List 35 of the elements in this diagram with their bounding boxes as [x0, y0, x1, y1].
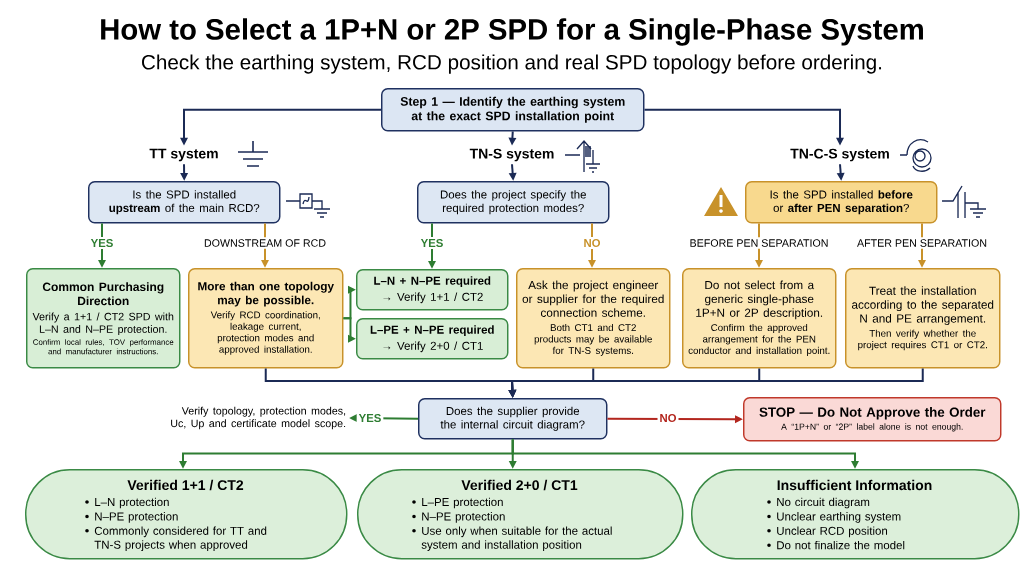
process-box: Step 1 — Identify the earthing system at the exact SPD installation point: [381, 88, 645, 132]
edge-label: AFTER PEN SEPARATION: [855, 237, 989, 249]
system-label: TN-S system: [469, 148, 554, 162]
list-item: Unclear earthing system: [777, 512, 901, 523]
list-item: L–PE protection: [422, 497, 503, 509]
info-box: L–N + N–PE required → Verify 1+1 / CT2: [356, 269, 509, 311]
list-item: Use only when suitable for the actual system and installation position: [421, 526, 612, 552]
edge-label: NO: [657, 412, 679, 424]
info-box: Ask the project engineer or supplier for the required connection scheme. Both CT1 and CT2 products may be available for TN-S systems.: [516, 268, 671, 369]
info-box: More than one topology may be possible. Verify RCD coordination, leakage current, protection modes and approved installation.: [188, 268, 344, 369]
title: How to Select a 1P+N or 2P SPD for a Single-Phase System: [101, 18, 923, 46]
question-box: Is the SPD installed upstream of the main RCD?: [88, 181, 281, 224]
edge-label: YES: [418, 237, 446, 249]
edge-label: BEFORE PEN SEPARATION: [687, 237, 831, 249]
info-box: L–PE + N–PE required → Verify 2+0 / CT1: [356, 318, 509, 360]
question-box: Does the project specify the required protection modes?: [417, 181, 610, 224]
list-item: No circuit diagram: [777, 497, 870, 509]
info-box: Treat the installation according to the separated N and PE arrangement. Then verify whether the project requires CT1 or CT2.: [845, 268, 1001, 369]
edge-label: NO: [581, 237, 603, 249]
list-item: N–PE protection: [422, 512, 505, 523]
system-label: TN-C-S system: [790, 148, 889, 162]
question-box: Does the supplier provide the internal circuit diagram?: [418, 398, 608, 440]
list-item: Unclear RCD position: [777, 526, 887, 538]
edge-label: YES: [88, 237, 116, 249]
system-label: TT system: [149, 148, 218, 162]
note-text: Verify topology, protection modes, Uc, Up and certificate model scope.: [171, 406, 346, 430]
info-box: Do not select from a generic single-phase 1P+N or 2P description. Confirm the approved arrangement for the PEN conductor and installation point.: [682, 268, 837, 369]
list-item: L–N protection: [95, 497, 169, 509]
list-item: Do not finalize the model: [777, 540, 905, 550]
list-item: N–PE protection: [95, 512, 178, 523]
list-item: Commonly considered for TT and TN-S projects when approved: [94, 526, 267, 552]
edge-label: DOWNSTREAM OF RCD: [201, 237, 329, 249]
question-box: Is the SPD installed before or after PEN separation?: [745, 181, 938, 224]
edge-label: YES: [356, 412, 384, 424]
stop-box: STOP — Do Not Approve the Order A “1P+N” or “2P” label alone is not enough.: [743, 397, 1002, 442]
